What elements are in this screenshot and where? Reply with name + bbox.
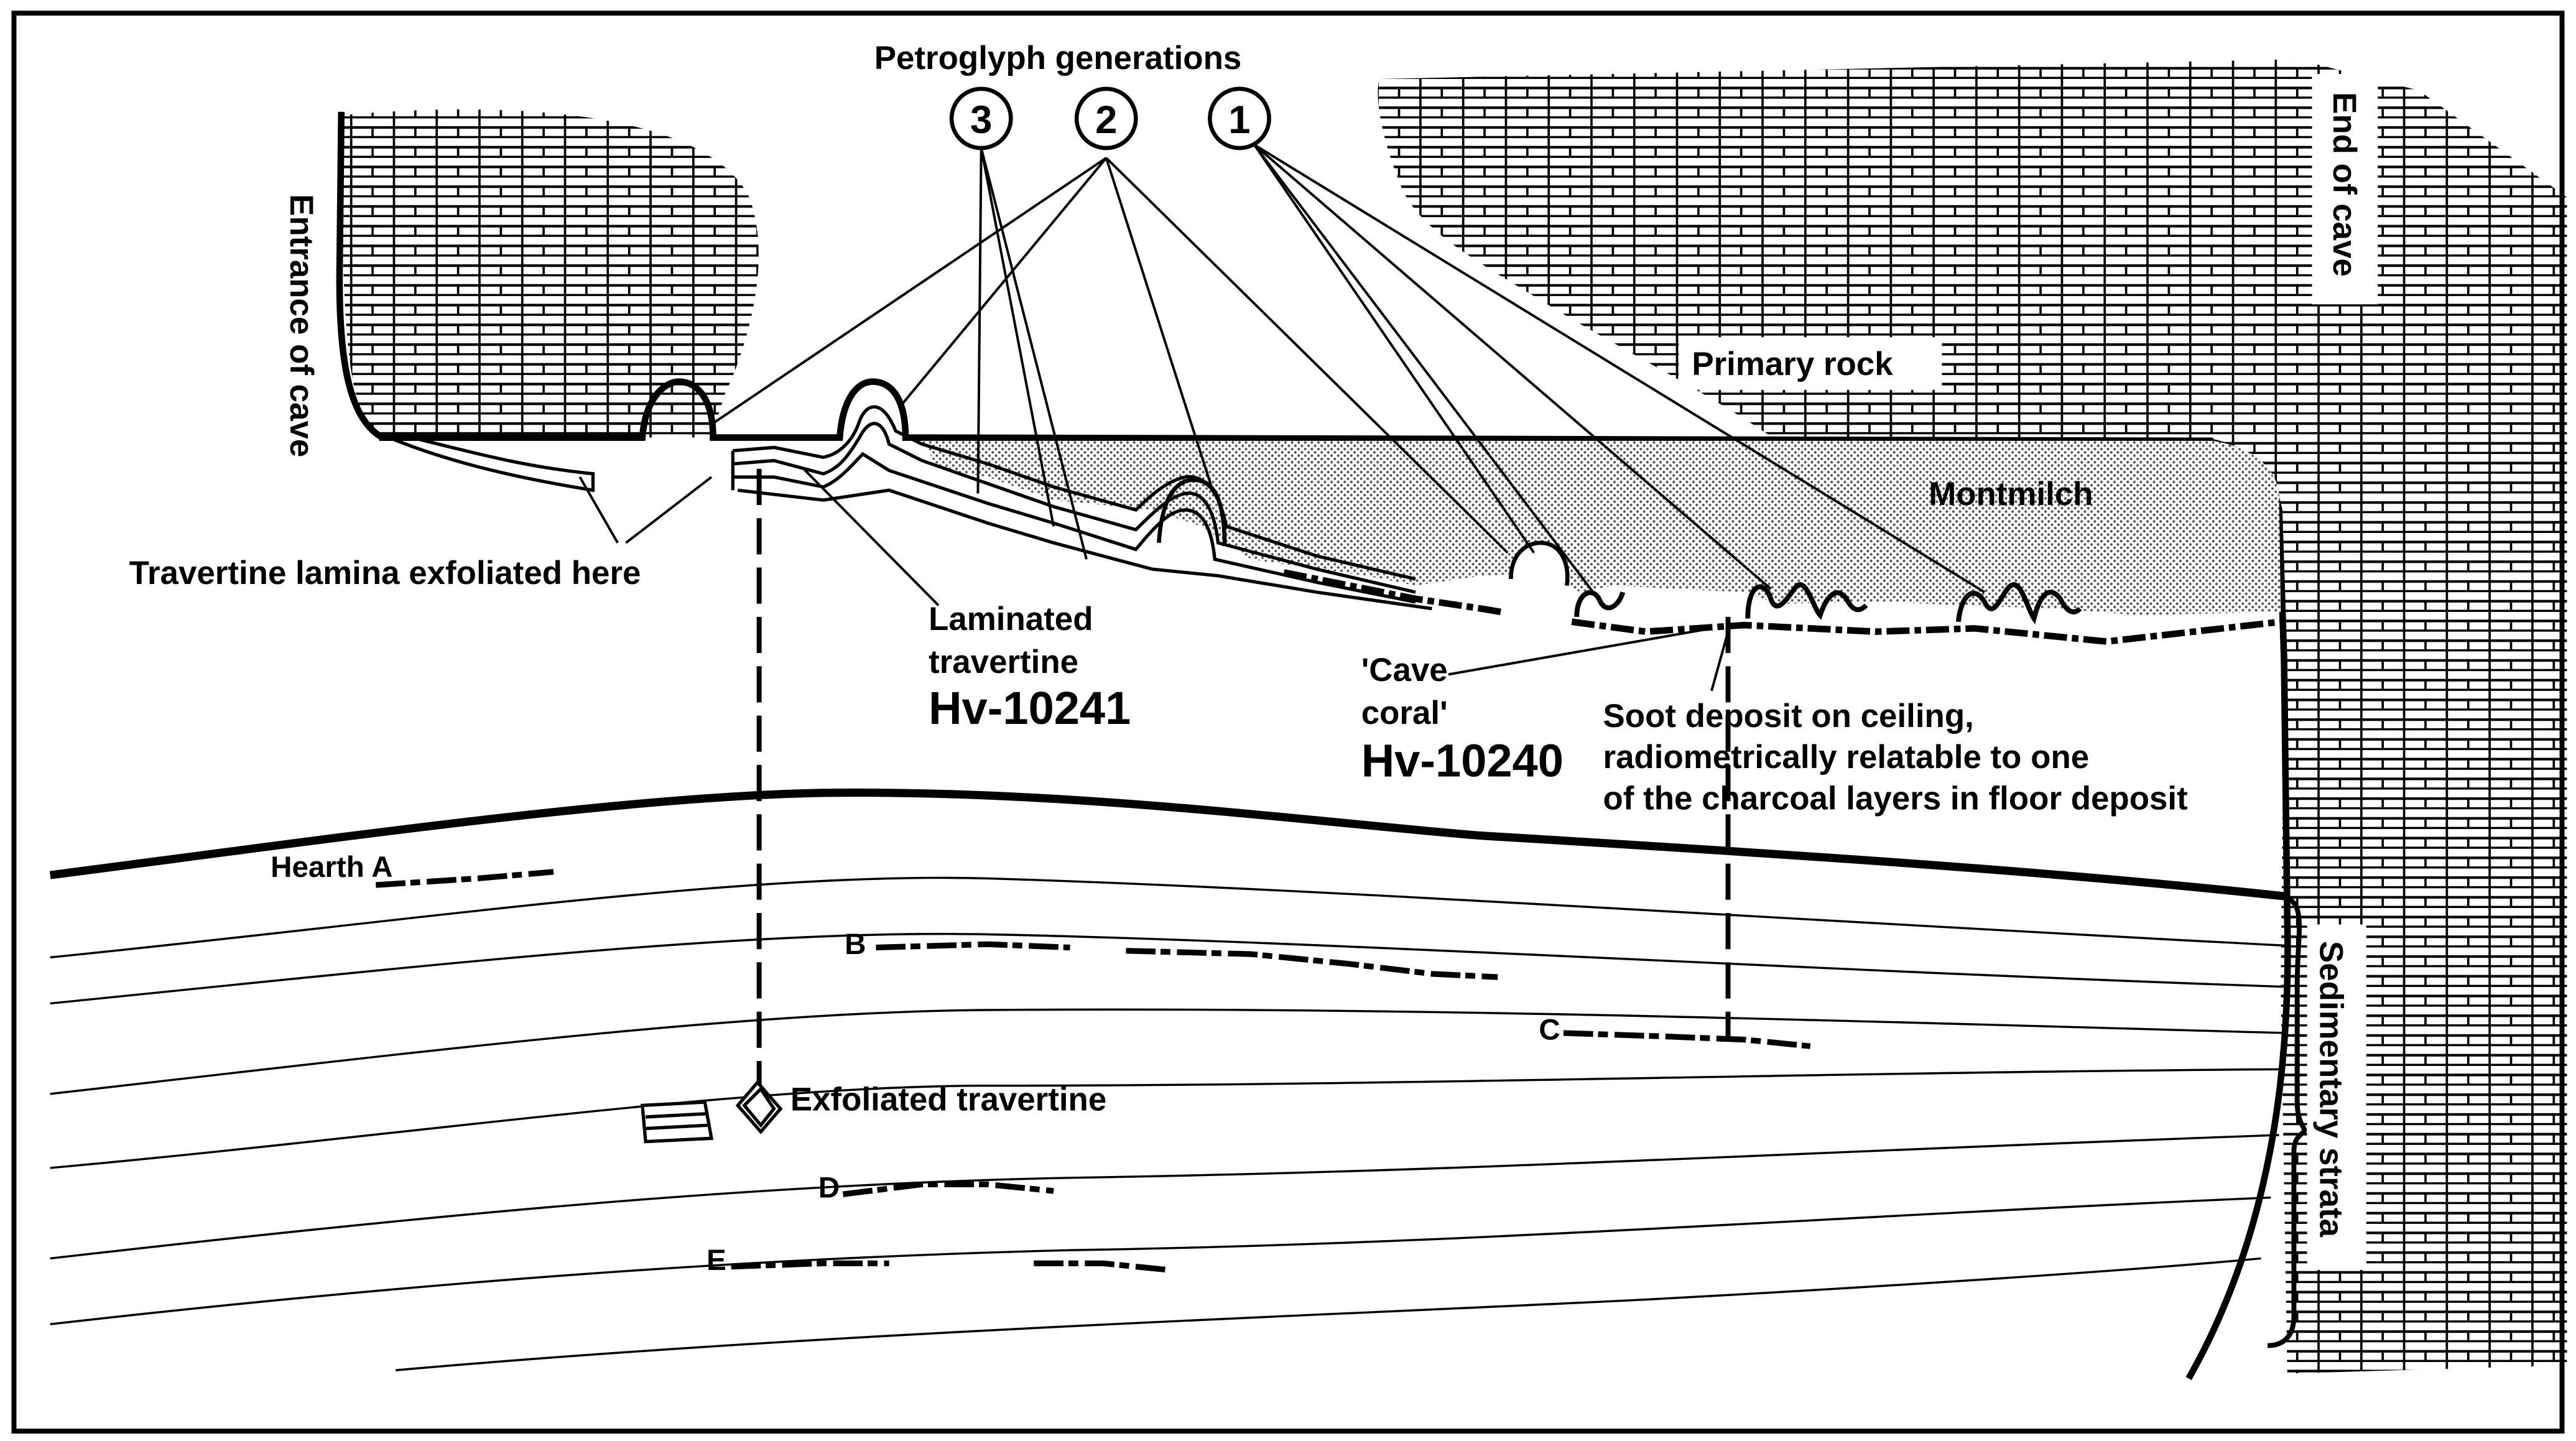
gen-3-circle — [949, 86, 1013, 151]
layer-e-label: E — [707, 1244, 726, 1277]
cave-coral-line1: 'Cave — [1361, 652, 1448, 688]
layer-d-label: D — [818, 1172, 840, 1205]
floor-surface — [49, 788, 2288, 901]
entrance-wall-line — [336, 111, 642, 441]
strata-label-clear — [2307, 924, 2366, 1270]
end-of-cave-label: End of cave — [2326, 92, 2363, 277]
entrance-rock — [341, 109, 759, 438]
layer-b-label: B — [845, 928, 866, 961]
hv-10241-label: Hv-10241 — [929, 682, 1131, 734]
layer-d — [842, 1181, 1054, 1197]
soot-line2: radiometrically relatable to one — [1603, 739, 2090, 776]
cave-coral-growths — [1574, 582, 2082, 625]
primary-rock-label: Primary rock — [1692, 346, 1893, 382]
gen-3-number: 3 — [970, 98, 992, 142]
exfoliated-lamina-scar — [388, 435, 595, 493]
layer-b — [876, 941, 1498, 980]
charcoal-layers — [376, 869, 1811, 1273]
laminated-label-line1: Laminated — [929, 601, 1093, 637]
soot-line3: of the charcoal layers in floor deposit — [1603, 780, 2188, 817]
entrance-of-cave-label: Entrance of cave — [283, 194, 320, 457]
strata-brace — [2267, 894, 2307, 1348]
sedimentary-strata-label: Sedimentary strata — [2313, 941, 2350, 1238]
hearth-a-layer — [376, 869, 554, 888]
gen-2-number: 2 — [1095, 98, 1117, 142]
leader-lines — [578, 144, 1986, 692]
primary-rock-clear — [1679, 337, 1942, 390]
ceiling-boss-2 — [1157, 478, 1227, 547]
petroglyph-generations-label: Petroglyph generations — [874, 40, 1242, 76]
layer-c-label: C — [1539, 1014, 1560, 1047]
montmilch-label: Montmilch — [1929, 476, 2093, 512]
exfoliated-travertine-pieces — [640, 1080, 783, 1144]
ceiling-boss-mid — [1509, 540, 1570, 586]
soot-line1: Soot deposit on ceiling, — [1603, 698, 1974, 734]
layer-e — [731, 1260, 1169, 1273]
gen-1-circle — [1208, 86, 1271, 151]
strata-lines — [50, 876, 2291, 1371]
cave-coral-line2: coral' — [1361, 695, 1448, 731]
generation-markers — [949, 86, 1271, 151]
end-of-cave-clear — [2312, 74, 2378, 305]
soot-deposit-line — [1283, 569, 2281, 645]
laminated-label-line2: travertine — [929, 644, 1078, 680]
hv-10240-label: Hv-10240 — [1361, 734, 1564, 786]
travertine-exfoliated-label: Travertine lamina exfoliated here — [129, 555, 641, 591]
primary-rock-mass — [1378, 59, 2567, 1374]
gen-2-circle — [1074, 86, 1138, 151]
layer-c — [1563, 1030, 1811, 1049]
hearth-a-label: Hearth A — [271, 851, 393, 884]
gen-1-number: 1 — [1228, 98, 1250, 142]
exfoliated-travertine-label: Exfoliated travertine — [790, 1081, 1106, 1118]
montmilch-deposit — [922, 440, 2281, 616]
cave-ceiling-line — [379, 378, 2213, 445]
